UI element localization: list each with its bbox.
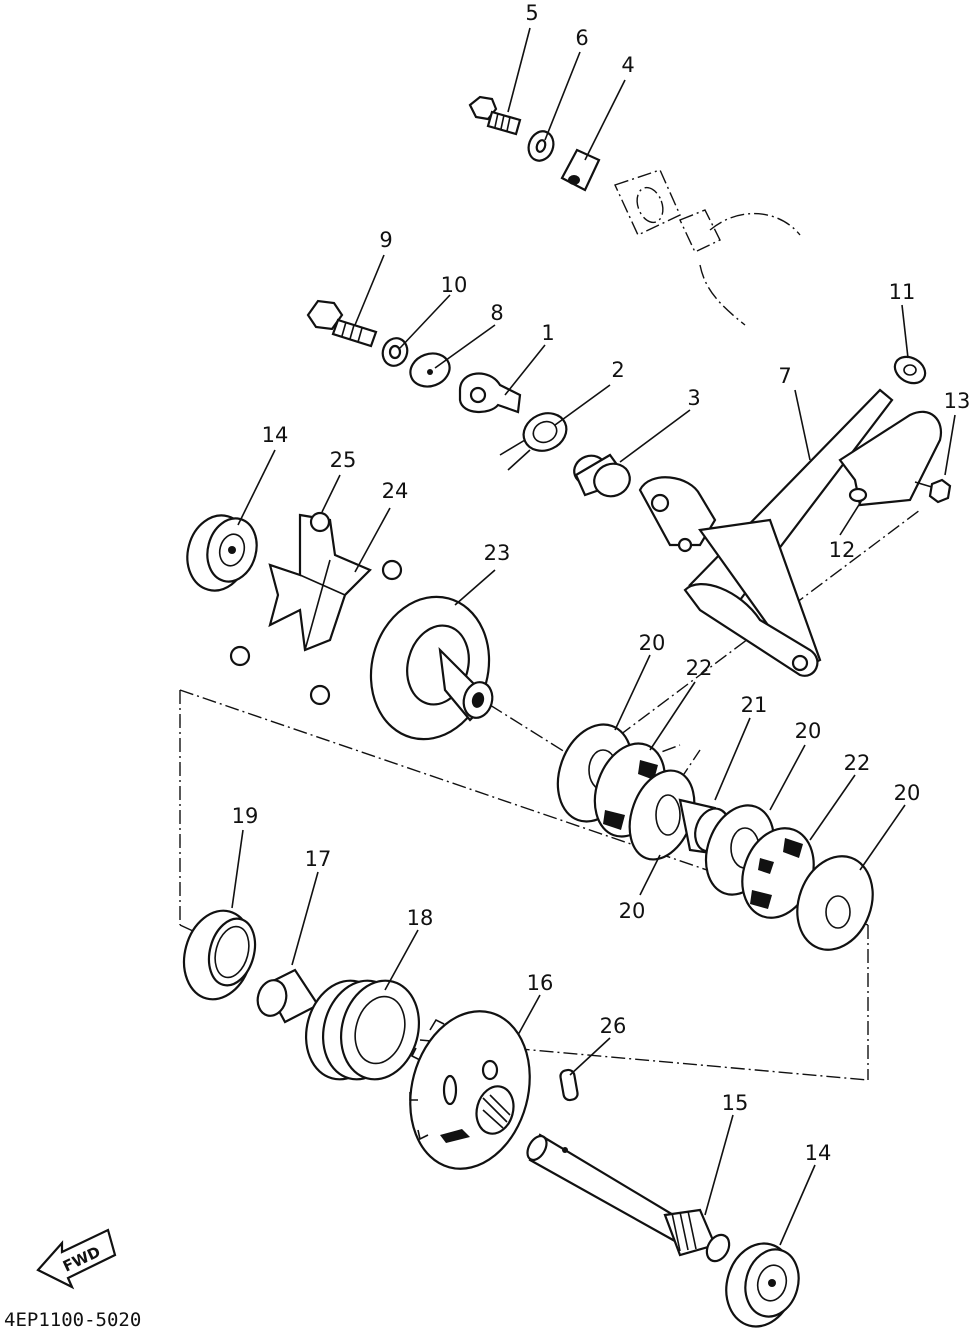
collar-17 bbox=[256, 968, 320, 1024]
callout-24: 24 bbox=[382, 479, 409, 503]
callout-19: 19 bbox=[232, 804, 259, 828]
callout-17: 17 bbox=[305, 847, 332, 871]
callout-25: 25 bbox=[330, 448, 357, 472]
callout-2: 2 bbox=[611, 358, 624, 382]
retainer-23 bbox=[369, 595, 494, 741]
washer-8 bbox=[409, 352, 451, 388]
callout-26: 26 bbox=[600, 1014, 627, 1038]
callout-18: 18 bbox=[407, 906, 434, 930]
callout-14a: 14 bbox=[262, 423, 289, 447]
callout-1: 1 bbox=[541, 321, 554, 345]
callout-16: 16 bbox=[527, 971, 554, 995]
plate-20-d bbox=[796, 855, 874, 951]
callout-20a: 20 bbox=[639, 631, 666, 655]
callout-6: 6 bbox=[575, 26, 588, 50]
callout-7: 7 bbox=[778, 364, 791, 388]
bearing-14-left bbox=[186, 514, 258, 592]
callout-9: 9 bbox=[379, 228, 392, 252]
spring-18 bbox=[304, 979, 421, 1081]
gear-16 bbox=[409, 1010, 531, 1170]
spring-2 bbox=[499, 412, 568, 471]
callout-21: 21 bbox=[741, 693, 768, 717]
lever-assembly-7 bbox=[638, 388, 894, 677]
callout-10: 10 bbox=[441, 273, 468, 297]
bearing-14-right bbox=[725, 1242, 800, 1328]
callout-13: 13 bbox=[944, 389, 971, 413]
callout-15: 15 bbox=[722, 1091, 749, 1115]
nut-11 bbox=[893, 355, 927, 385]
leader-lines bbox=[231, 27, 956, 1246]
screw-13 bbox=[914, 478, 952, 504]
callout-labels: 5 6 4 9 10 8 1 2 3 7 11 13 12 14 25 24 2… bbox=[232, 1, 971, 1165]
bolt-5 bbox=[468, 95, 522, 136]
callout-22a: 22 bbox=[686, 656, 713, 680]
callout-23: 23 bbox=[484, 541, 511, 565]
callout-14b: 14 bbox=[805, 1141, 832, 1165]
pin-26 bbox=[559, 1068, 579, 1102]
washer-10 bbox=[381, 337, 409, 367]
collar-4 bbox=[560, 148, 601, 192]
callout-11: 11 bbox=[889, 280, 916, 304]
callout-22b: 22 bbox=[844, 751, 871, 775]
callout-8: 8 bbox=[490, 301, 503, 325]
cam-24 bbox=[268, 513, 372, 652]
lever-1 bbox=[458, 372, 522, 414]
fwd-arrow-icon: FWD bbox=[36, 1228, 117, 1290]
washer-6 bbox=[527, 130, 555, 162]
axis-line bbox=[489, 704, 566, 753]
callout-3: 3 bbox=[687, 386, 700, 410]
seal-19 bbox=[182, 909, 257, 1001]
collar-3 bbox=[573, 453, 631, 498]
callout-5: 5 bbox=[525, 1, 538, 25]
callout-20d: 20 bbox=[619, 899, 646, 923]
callout-12: 12 bbox=[829, 538, 856, 562]
callout-20b: 20 bbox=[795, 719, 822, 743]
drawing-code: 4EP1100-5020 bbox=[4, 1309, 141, 1331]
shaft-15 bbox=[526, 1133, 731, 1263]
callout-20c: 20 bbox=[894, 781, 921, 805]
bolt-9 bbox=[306, 299, 378, 348]
balls-25 bbox=[229, 511, 403, 706]
motor-shaft-phantom bbox=[614, 169, 801, 326]
callout-4: 4 bbox=[621, 53, 634, 77]
